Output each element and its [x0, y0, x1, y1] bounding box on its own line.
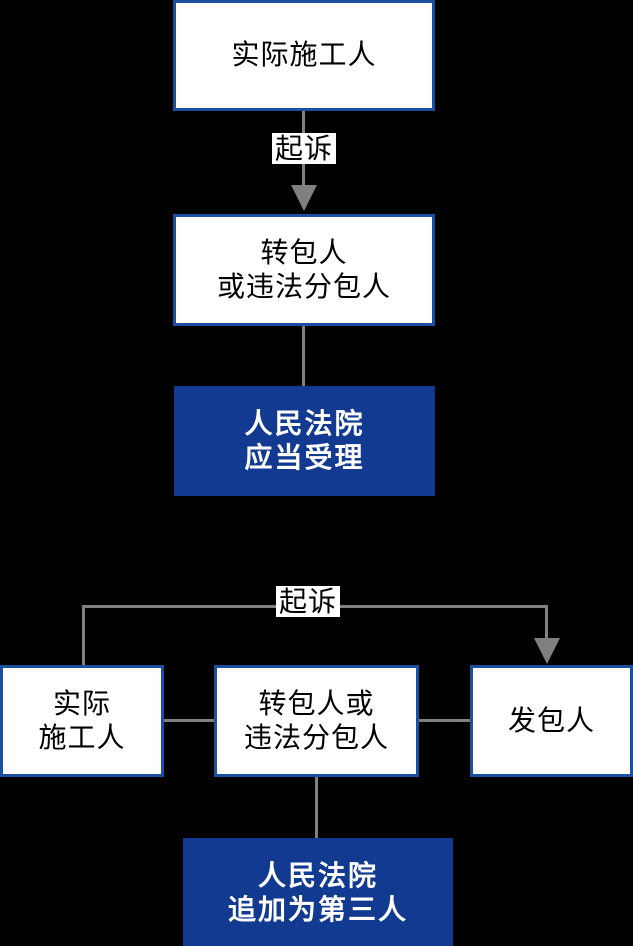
- node-top-plaintiff[interactable]: 实际施工人: [173, 0, 435, 111]
- node-bottom-defendant[interactable]: 转包人或 违法分包人: [214, 665, 419, 777]
- connector-bottom-outcome-line: [315, 777, 318, 839]
- edge-label-top-sue: 起诉: [272, 133, 337, 165]
- node-bottom-plaintiff[interactable]: 实际 施工人: [0, 665, 164, 777]
- connector-bottom-right-link: [419, 719, 471, 722]
- node-bottom-outcome[interactable]: 人民法院 追加为第三人: [183, 838, 453, 946]
- connector-bottom-sue-left-drop: [82, 605, 85, 666]
- connector-bottom-sue-arrowhead: [534, 638, 560, 664]
- node-top-outcome[interactable]: 人民法院 应当受理: [174, 386, 435, 496]
- connector-top-sue-arrowhead: [291, 185, 317, 211]
- node-top-defendant[interactable]: 转包人 或违法分包人: [173, 214, 435, 326]
- connector-top-outcome-line: [302, 326, 305, 387]
- connector-bottom-left-link: [164, 719, 215, 722]
- connector-bottom-sue-right-drop: [545, 605, 548, 642]
- node-bottom-employer[interactable]: 发包人: [470, 665, 633, 777]
- edge-label-bottom-sue: 起诉: [276, 586, 341, 618]
